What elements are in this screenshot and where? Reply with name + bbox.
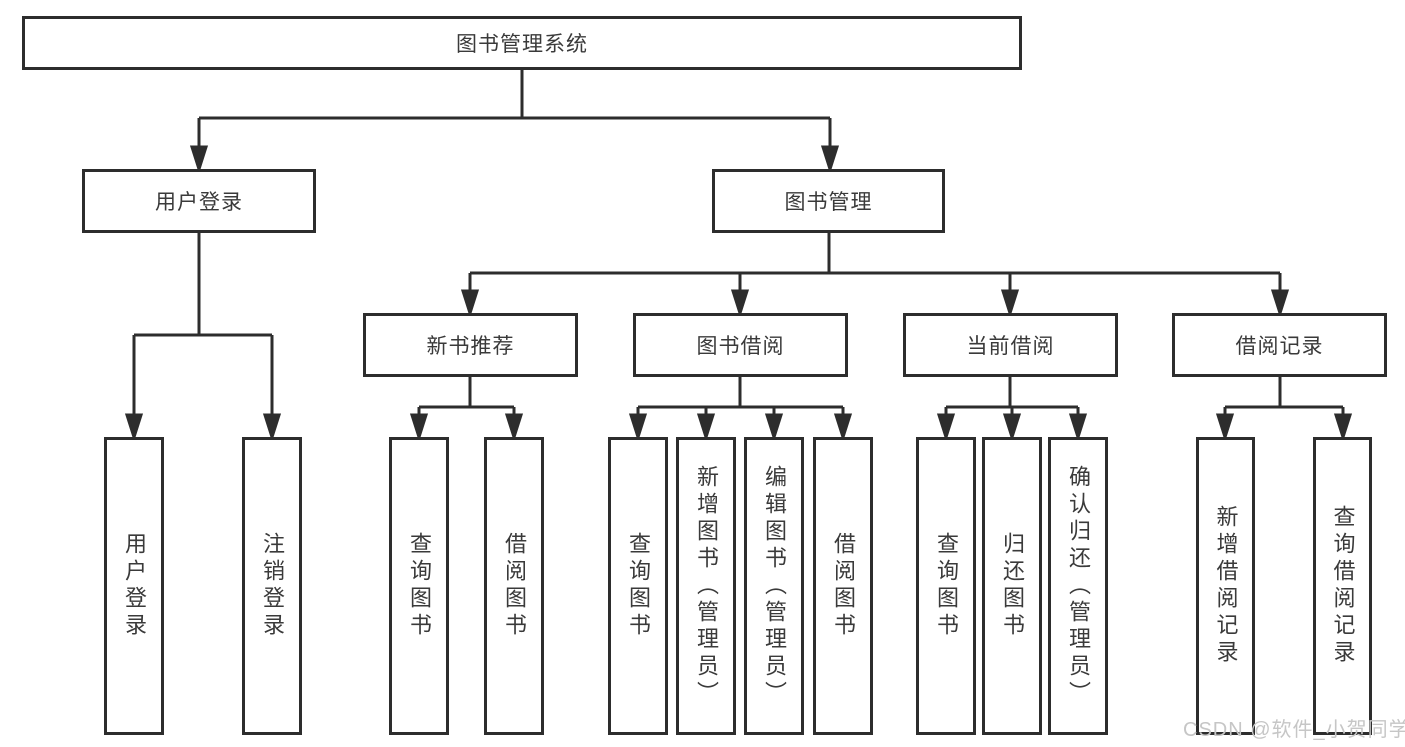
- connector-user-login-to-children: [124, 233, 282, 442]
- connector-current-borrowing-to-children: [936, 377, 1088, 442]
- node-current-query-books: 查询图书: [916, 437, 976, 735]
- node-label: 查询借阅记录: [1330, 505, 1356, 667]
- node-records-add-record: 新增借阅记录: [1196, 437, 1255, 735]
- node-label: 借阅图书: [502, 532, 527, 640]
- node-records-query-record: 查询借阅记录: [1313, 437, 1372, 735]
- node-borrow-add-books-admin: 新增图书（管理员）: [676, 437, 736, 735]
- node-label: 图书管理系统: [456, 33, 588, 56]
- node-new-book-recommend: 新书推荐: [363, 313, 578, 377]
- node-label: 归还图书: [1000, 532, 1025, 640]
- node-newbook-query-books: 查询图书: [389, 437, 449, 735]
- node-label: 确认归还（管理员）: [1066, 464, 1091, 708]
- node-library-management-system: 图书管理系统: [22, 16, 1022, 70]
- node-label: 新书推荐: [426, 335, 515, 358]
- node-borrow-query-books: 查询图书: [608, 437, 668, 735]
- connector-new-book-recommend-to-children: [409, 377, 524, 442]
- node-label: 查询图书: [934, 532, 959, 640]
- node-label: 当前借阅: [966, 335, 1055, 358]
- node-book-management: 图书管理: [712, 169, 945, 233]
- connector-book-borrowing-to-children: [628, 377, 853, 442]
- node-label: 查询图书: [407, 532, 432, 640]
- connector-borrowing-records-to-children: [1215, 377, 1353, 442]
- node-label: 借阅记录: [1235, 335, 1324, 358]
- node-current-return-books: 归还图书: [982, 437, 1042, 735]
- node-user-login: 用户登录: [82, 169, 316, 233]
- node-newbook-borrow-books: 借阅图书: [484, 437, 544, 735]
- node-label: 借阅图书: [831, 532, 856, 640]
- node-label: 编辑图书（管理员）: [762, 464, 787, 708]
- node-label: 图书借阅: [696, 335, 785, 358]
- connector-root-to-level2: [189, 69, 840, 174]
- connector-book-management-to-level3: [460, 233, 1290, 318]
- node-label: 图书管理: [784, 191, 873, 214]
- node-user-login-leaf: 用户登录: [104, 437, 164, 735]
- node-book-borrowing: 图书借阅: [633, 313, 848, 377]
- node-borrowing-records: 借阅记录: [1172, 313, 1387, 377]
- node-borrow-borrow-books: 借阅图书: [813, 437, 873, 735]
- node-label: 注销登录: [260, 532, 285, 640]
- node-label: 新增借阅记录: [1213, 505, 1239, 667]
- node-borrow-edit-books-admin: 编辑图书（管理员）: [744, 437, 804, 735]
- node-label: 用户登录: [155, 191, 243, 214]
- node-label: 用户登录: [122, 532, 147, 640]
- node-label: 查询图书: [626, 532, 651, 640]
- node-current-confirm-return-admin: 确认归还（管理员）: [1048, 437, 1108, 735]
- node-current-borrowing: 当前借阅: [903, 313, 1118, 377]
- node-label: 新增图书（管理员）: [694, 464, 719, 708]
- node-logout-leaf: 注销登录: [242, 437, 302, 735]
